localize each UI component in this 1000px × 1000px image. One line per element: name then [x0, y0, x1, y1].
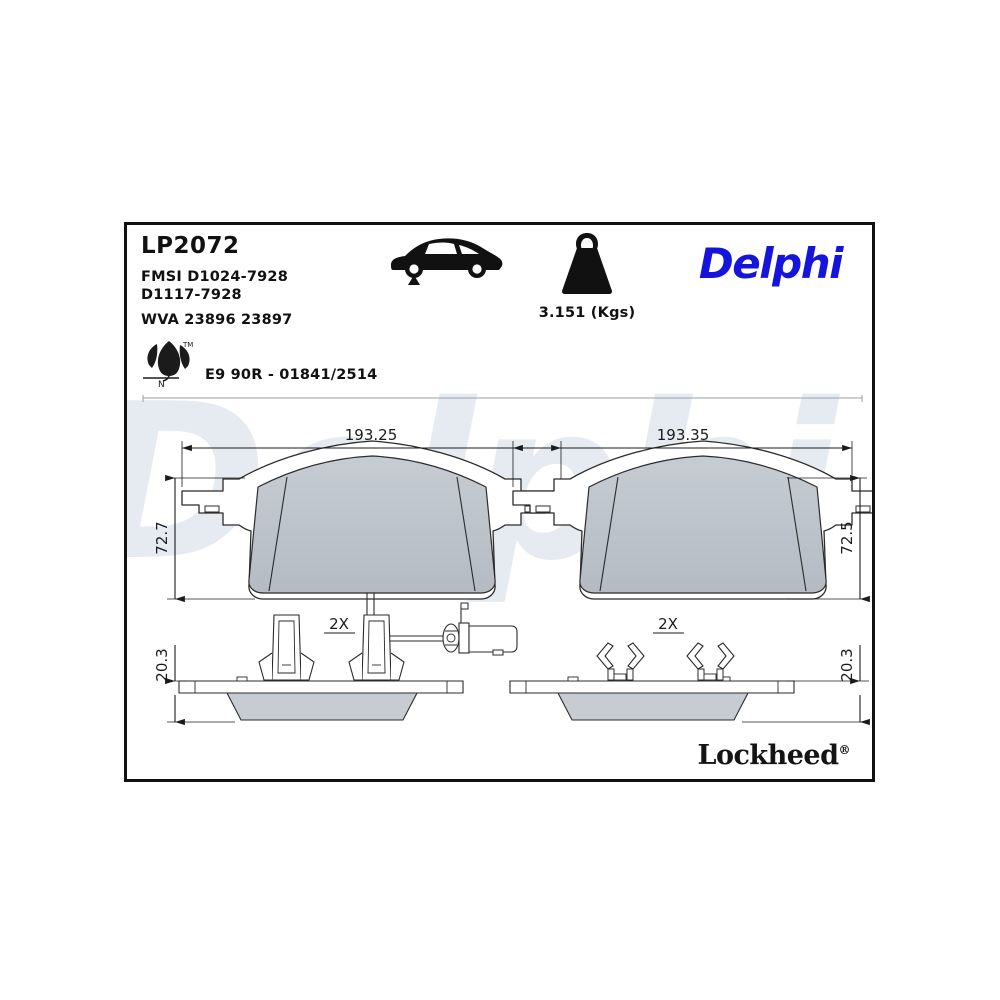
left-pad-edge-view [178, 614, 464, 721]
left-pad-face-view [181, 440, 562, 656]
right-pad-height-dimension: 72.5 [787, 474, 870, 603]
retaining-clip [258, 614, 315, 681]
right-pad-face-view [512, 440, 872, 600]
left-pad-width-value: 193.25 [345, 426, 398, 444]
left-pad-height-value: 72.7 [153, 521, 171, 554]
fmsi-code-line-1: FMSI D1024-7928 [141, 269, 288, 285]
eco-leaf-icon: N TM [141, 335, 199, 390]
eco-leaf-n-label: N [158, 380, 165, 387]
technical-drawing-sheet: Delphi LP2072 FMSI D1024-7928 D1117-7928… [124, 222, 875, 782]
right-pad-height-value: 72.5 [838, 521, 856, 554]
lockheed-wordmark: Lockheed [697, 740, 839, 771]
homologation-row: N TM E9 90R - 01841/2514 [141, 335, 378, 390]
delphi-brand-logo: Delphi [698, 239, 844, 288]
right-pad-thickness-value: 20.3 [838, 648, 856, 681]
registered-mark: ® [838, 743, 851, 757]
weight-kettlebell-icon [562, 233, 612, 294]
page-title: LP2072 [141, 233, 240, 259]
retaining-clip [686, 642, 735, 681]
right-clip-multiplier-value: 2X [658, 615, 678, 633]
left-pad-clip-multiplier: 2X [324, 615, 355, 634]
left-pad-height-dimension: 72.7 [153, 474, 255, 603]
header-identification-block: LP2072 FMSI D1024-7928 D1117-7928 WVA 23… [141, 233, 292, 329]
left-pad-thickness-value: 20.3 [153, 648, 171, 681]
fmsi-code-line-2: D1117-7928 [141, 287, 242, 303]
left-clip-multiplier-value: 2X [329, 615, 349, 633]
right-pad-clip-multiplier: 2X [653, 615, 684, 634]
weight-value: 3.151 (Kgs) [538, 305, 636, 321]
wva-code-line: WVA 23896 23897 [141, 312, 293, 328]
homologation-code: E9 90R - 01841/2514 [205, 367, 378, 383]
car-front-axle-icon [385, 231, 505, 291]
right-pad-thickness-dimension: 20.3 [742, 645, 870, 726]
top-separator-rule [142, 395, 863, 402]
right-pad-width-value: 193.35 [657, 426, 710, 444]
right-pad-edge-view [509, 642, 795, 721]
left-pad-thickness-dimension: 20.3 [153, 645, 235, 726]
eco-leaf-tm-label: TM [182, 341, 193, 349]
retaining-clip [596, 642, 645, 681]
retaining-clip [348, 614, 405, 681]
weight-indicator: 3.151 (Kgs) [527, 229, 647, 321]
lockheed-brand-logo: Lockheed® [697, 740, 850, 771]
left-pad-width-dimension: 193.25 [181, 426, 562, 487]
brake-pad-drawing: 193.25 72.7 193.35 [142, 395, 872, 726]
right-pad-width-dimension: 193.35 [512, 426, 853, 487]
